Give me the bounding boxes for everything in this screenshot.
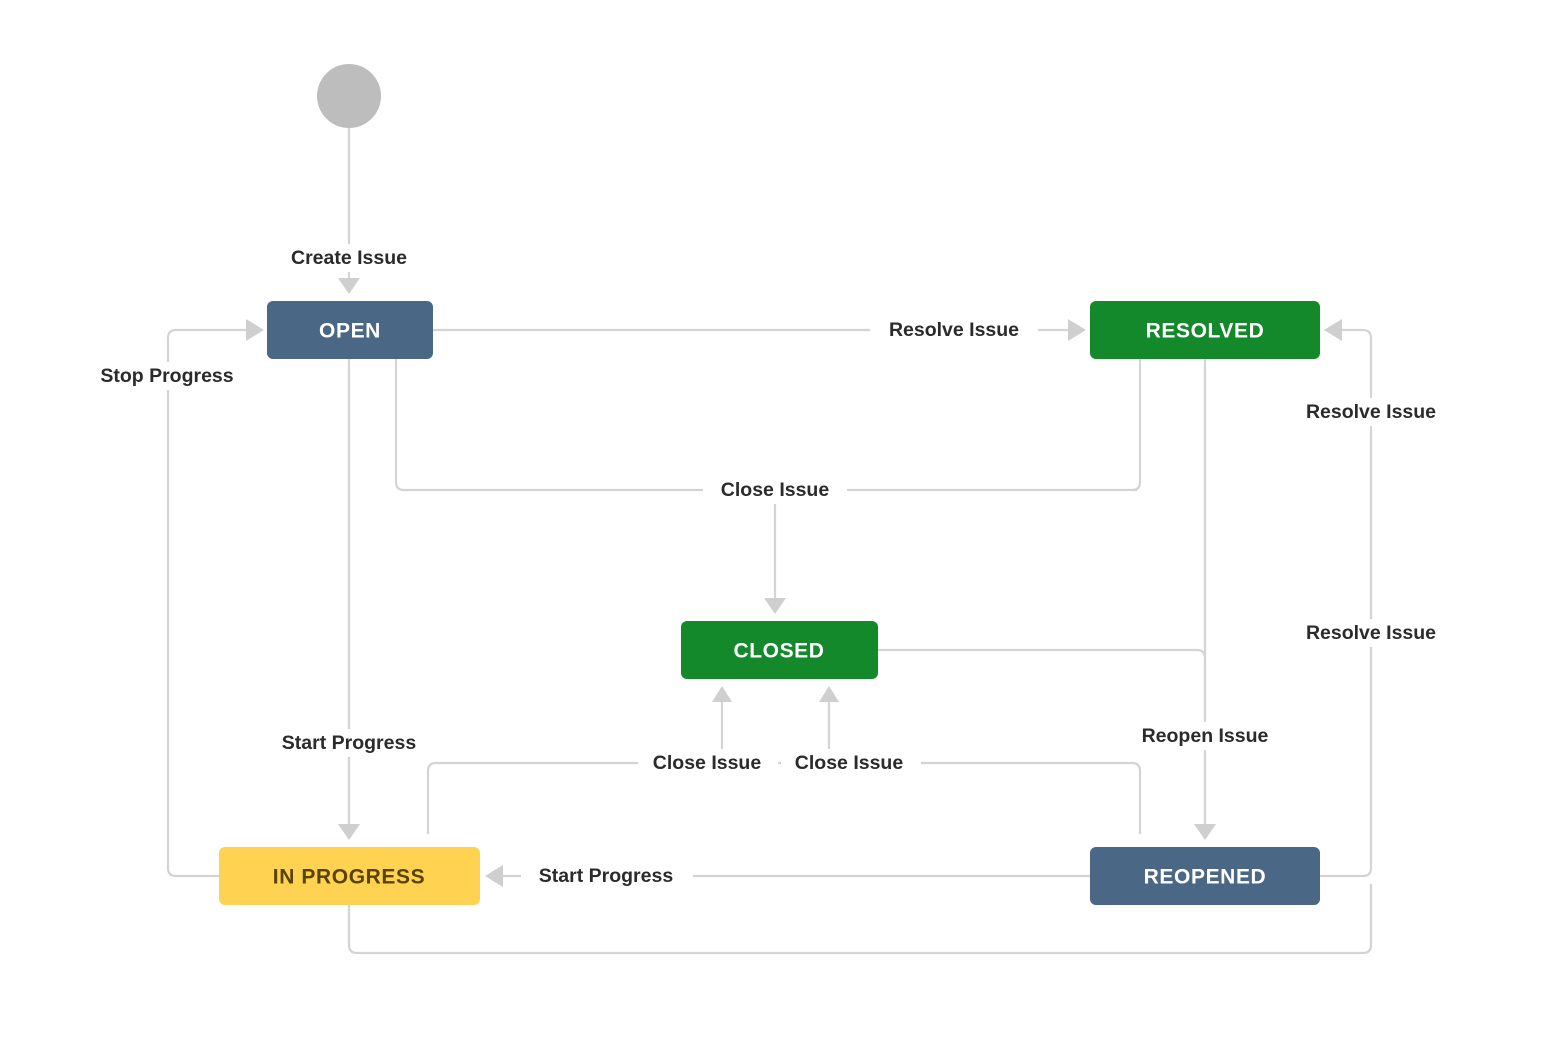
start-node-circle[interactable] xyxy=(317,64,381,128)
edge-label-text: Resolve Issue xyxy=(1306,622,1436,644)
node-resolved[interactable]: RESOLVED xyxy=(1090,301,1320,359)
edge-label-text: Stop Progress xyxy=(100,365,233,387)
edge-close-issue-open-closed xyxy=(394,359,1137,492)
edge-label-text: Resolve Issue xyxy=(889,319,1019,341)
edge-label-text: Resolve Issue xyxy=(1306,401,1436,423)
node-inprogress[interactable]: IN PROGRESS xyxy=(219,847,480,905)
arrowhead-start-progress-reopened xyxy=(485,865,503,887)
edge-label-start-progress-reopened-inprogress: Start Progress xyxy=(521,862,693,890)
edge-stop-progress xyxy=(166,328,256,878)
edge-resolve-issue-right-spine xyxy=(1332,328,1373,868)
node-open[interactable]: OPEN xyxy=(267,301,433,359)
nodes-layer: OPEN RESOLVED CLOSED IN PROGRESS REOPENE… xyxy=(219,64,1320,905)
node-label-open: OPEN xyxy=(319,320,381,343)
edge-label-text: Close Issue xyxy=(653,752,762,774)
node-label-closed: CLOSED xyxy=(733,640,824,663)
edge-label-text: Close Issue xyxy=(721,479,830,501)
node-reopened[interactable]: REOPENED xyxy=(1090,847,1320,905)
edge-label-text: Start Progress xyxy=(282,732,417,754)
edge-label-resolve-issue-open-resolved: Resolve Issue xyxy=(870,316,1038,344)
arrowhead-close-issue-left-riser xyxy=(712,686,732,702)
edge-label-start-progress-open-inprogress: Start Progress xyxy=(264,729,436,757)
arrowhead-create-issue xyxy=(338,278,360,294)
edge-label-create-issue: Create Issue xyxy=(275,244,423,272)
arrowhead-start-progress-open xyxy=(338,824,360,840)
edge-resolved-to-close-spine xyxy=(1131,359,1142,492)
arrowhead-close-issue-top xyxy=(764,598,786,614)
node-label-inprogress: IN PROGRESS xyxy=(273,866,425,889)
node-closed[interactable]: CLOSED xyxy=(681,621,878,679)
arrowhead-close-issue-right-riser xyxy=(819,686,839,702)
arrowheads-layer xyxy=(246,278,1342,887)
edge-label-text: Close Issue xyxy=(795,752,904,774)
edge-label-stop-progress: Stop Progress xyxy=(83,362,251,390)
edge-label-text: Reopen Issue xyxy=(1142,725,1269,747)
node-label-resolved: RESOLVED xyxy=(1146,320,1265,343)
edge-label-resolve-issue-inprogress-resolved: Resolve Issue xyxy=(1287,619,1455,647)
arrowhead-resolve-issue-open xyxy=(1068,319,1086,341)
arrowhead-stop-progress xyxy=(246,319,264,341)
edge-closed-right-connector xyxy=(878,648,1207,659)
edge-label-close-issue-reopened-closed: Close Issue xyxy=(781,749,921,777)
edge-resolve-issue-inprogress-resolved xyxy=(347,884,1373,955)
edge-label-close-issue-inprogress-closed: Close Issue xyxy=(638,749,778,777)
edge-label-resolve-issue-reopened-resolved: Resolve Issue xyxy=(1287,398,1455,426)
arrowhead-reopen-issue xyxy=(1194,824,1216,840)
edge-label-close-issue-open-closed: Close Issue xyxy=(703,476,847,504)
edge-label-reopen-issue: Reopen Issue xyxy=(1126,722,1284,750)
arrowhead-resolve-issue-right xyxy=(1324,319,1342,341)
edge-label-text: Create Issue xyxy=(291,247,407,269)
node-label-reopened: REOPENED xyxy=(1144,866,1267,889)
edge-reopened-right-connector xyxy=(1320,867,1373,878)
edge-label-text: Start Progress xyxy=(539,865,674,887)
edge-labels-layer: Create Issue Resolve Issue Stop Progress… xyxy=(83,244,1455,890)
